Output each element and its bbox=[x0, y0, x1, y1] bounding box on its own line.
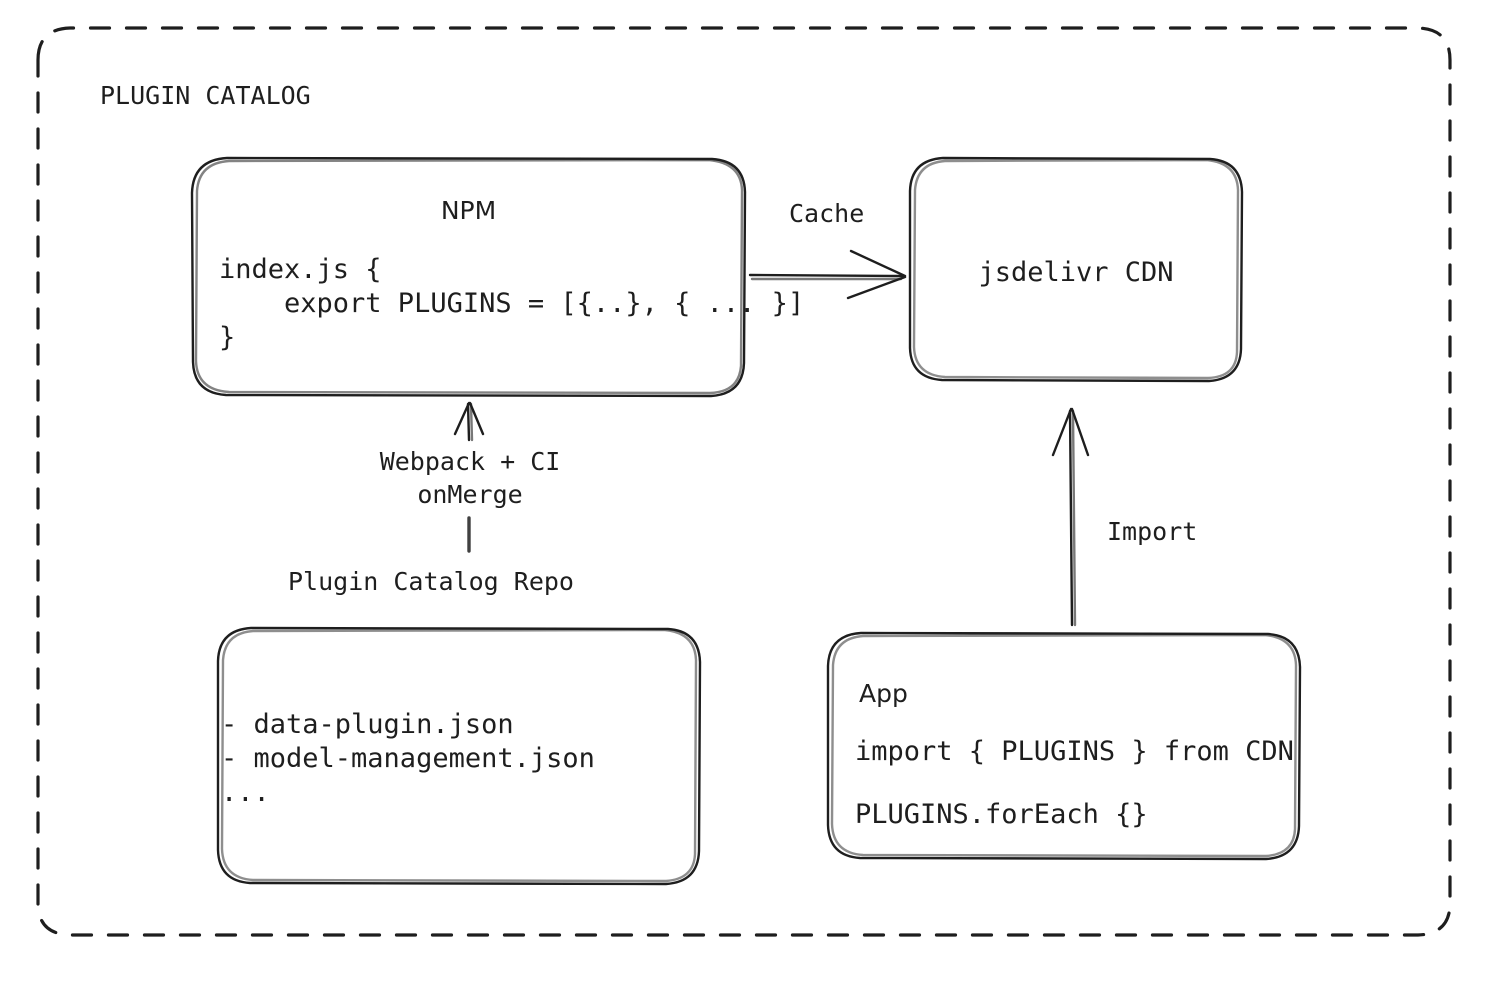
app-node-code-line-2: PLUGINS.forEach {} bbox=[855, 799, 1148, 830]
repo-node-title: Plugin Catalog Repo bbox=[288, 567, 574, 596]
app-node-code-line-1: import { PLUGINS } from CDN bbox=[855, 736, 1294, 767]
edge-build-label: Webpack + CI onMerge bbox=[379, 447, 561, 509]
app-node-title: App bbox=[859, 679, 908, 708]
edge-cache-label: Cache bbox=[789, 199, 865, 228]
edge-import-label: Import bbox=[1107, 517, 1198, 546]
edge-import bbox=[1051, 407, 1090, 627]
cdn-node-title: jsdelivr CDN bbox=[978, 257, 1174, 288]
group-title: PLUGIN CATALOG bbox=[100, 81, 311, 110]
npm-node-title: NPM bbox=[440, 196, 497, 225]
repo-node-file-list: - data-plugin.json - model-management.js… bbox=[221, 709, 595, 808]
npm-node-code: index.js { export PLUGINS = [{..}, { ...… bbox=[219, 254, 805, 353]
